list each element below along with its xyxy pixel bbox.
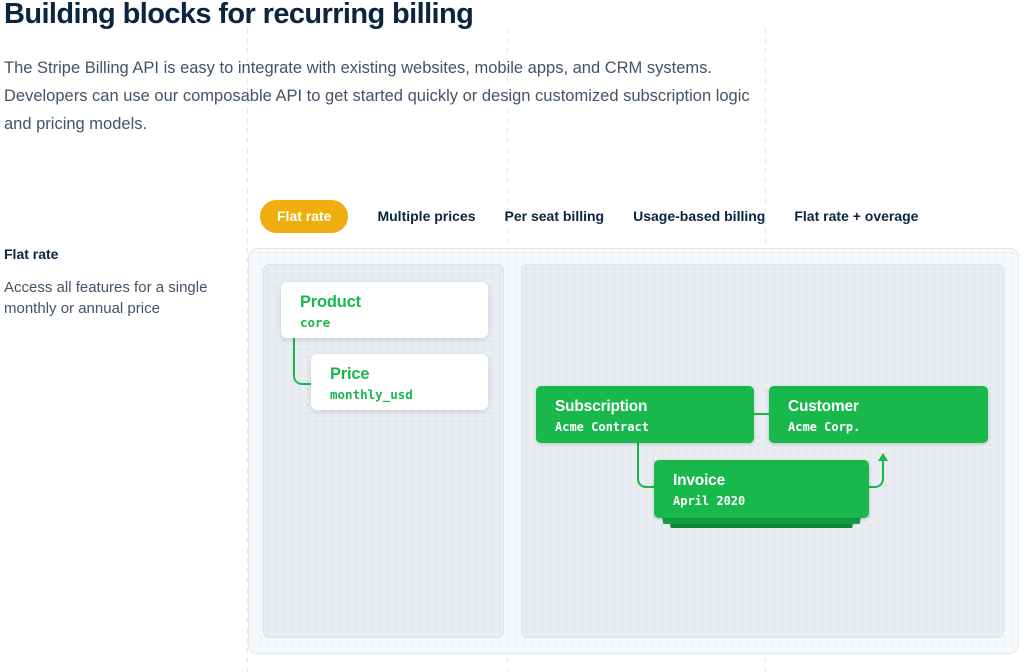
connector-subscription-invoice	[637, 442, 654, 488]
subscription-panel	[521, 264, 1004, 638]
tab-multiple-prices[interactable]: Multiple prices	[377, 208, 476, 224]
tab-flat-rate[interactable]: Flat rate	[260, 199, 349, 233]
product-node: Product core	[281, 282, 488, 338]
tab-usage-based-billing[interactable]: Usage-based billing	[633, 208, 766, 224]
arrow-up-icon	[878, 453, 888, 461]
product-node-value: core	[300, 315, 331, 330]
product-node-title: Product	[300, 293, 361, 311]
customer-node: Customer Acme Corp.	[769, 386, 988, 443]
connector-product-price	[293, 337, 311, 385]
tab-per-seat-billing[interactable]: Per seat billing	[504, 208, 605, 224]
billing-diagram-canvas: Product core Price monthly_usd Subscript…	[248, 248, 1019, 654]
customer-node-title: Customer	[788, 398, 859, 415]
invoice-node-title: Invoice	[673, 472, 726, 489]
customer-node-value: Acme Corp.	[788, 420, 861, 434]
selected-model-heading: Flat rate	[4, 246, 59, 262]
connector-subscription-customer	[754, 413, 769, 415]
grid-guide-line	[247, 28, 248, 672]
price-node-title: Price	[330, 365, 370, 383]
tab-flat-rate-overage[interactable]: Flat rate + overage	[794, 208, 919, 224]
billing-model-tabs: Flat rate Multiple prices Per seat billi…	[260, 199, 918, 233]
subscription-node: Subscription Acme Contract	[536, 386, 754, 443]
subscription-node-value: Acme Contract	[555, 420, 649, 434]
page-title: Building blocks for recurring billing	[4, 0, 474, 30]
subscription-node-title: Subscription	[555, 398, 648, 415]
page-description: The Stripe Billing API is easy to integr…	[4, 59, 750, 133]
selected-model-description: Access all features for a single monthly…	[4, 279, 208, 317]
price-node: Price monthly_usd	[311, 354, 488, 410]
invoice-node-value: April 2020	[673, 494, 746, 508]
connector-invoice-customer	[869, 461, 884, 488]
invoice-node: Invoice April 2020	[654, 460, 869, 518]
price-node-value: monthly_usd	[330, 387, 413, 402]
